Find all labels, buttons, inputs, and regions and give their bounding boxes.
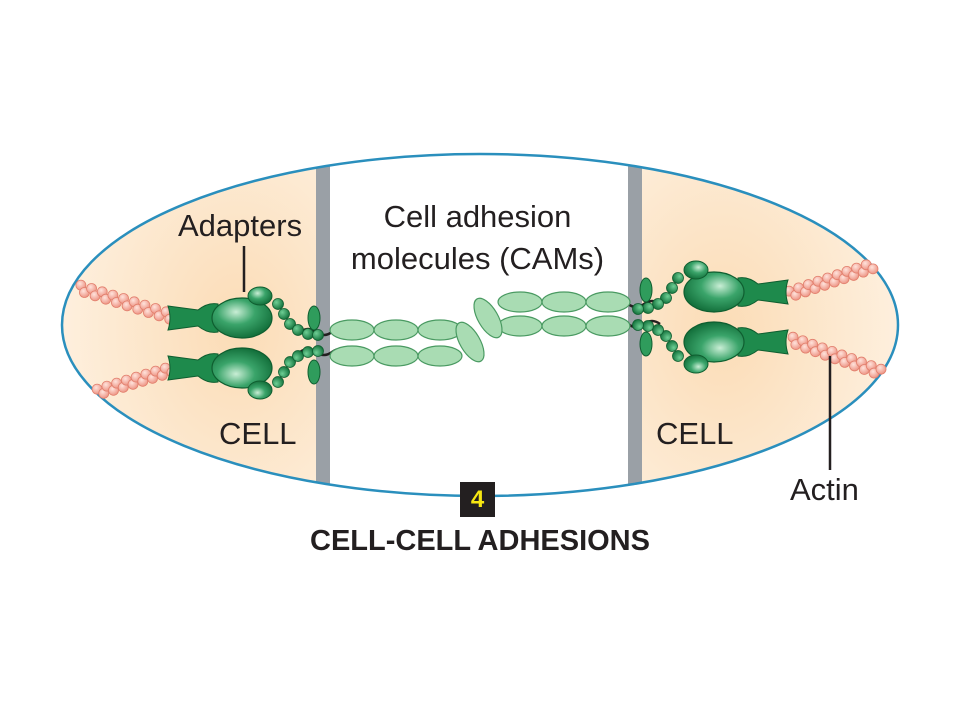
adapter-proteins <box>167 260 789 400</box>
actin-left-bottom <box>91 359 181 399</box>
membrane-cap-left-top <box>307 305 321 331</box>
adapter-bead <box>302 346 314 358</box>
adapter-bead <box>284 356 296 368</box>
cell-label-left: CELL <box>219 416 297 451</box>
adapter-bead <box>272 376 284 388</box>
actin-bead <box>867 263 879 275</box>
adapter-body <box>211 347 273 389</box>
membrane-cap-right-bottom <box>639 331 653 357</box>
adapter-bead <box>672 350 684 362</box>
cam-domain <box>585 315 631 337</box>
cam-domain <box>329 345 375 367</box>
adapter-tail <box>737 327 789 357</box>
adapter-lobe <box>247 286 273 306</box>
cam-head-right <box>473 297 503 339</box>
adapter-bead <box>272 298 284 310</box>
cam-domain <box>373 319 419 341</box>
cell-label-right: CELL <box>656 416 734 451</box>
adapter-body <box>683 271 745 313</box>
adapter-body <box>683 321 745 363</box>
adapter-left-top <box>167 286 324 341</box>
cam-domain <box>373 345 419 367</box>
left-membrane <box>316 154 330 496</box>
cam-domain <box>417 345 463 367</box>
adapter-bead <box>632 303 644 315</box>
membrane-cap-left-bottom <box>307 359 321 385</box>
adapter-bead <box>278 366 290 378</box>
adapter-bead <box>660 292 672 304</box>
adapter-tail <box>167 353 219 383</box>
adapter-bead <box>278 308 290 320</box>
cam-domain <box>497 291 543 313</box>
adapter-right-bottom <box>632 319 789 374</box>
actin-right-bottom <box>787 331 887 379</box>
membrane-cap-right-top <box>639 277 653 303</box>
adapter-tail <box>167 303 219 333</box>
actin-left-top <box>75 279 183 325</box>
cam-domain <box>497 315 543 337</box>
adapter-bead <box>312 345 324 357</box>
adapter-left-bottom <box>167 345 324 400</box>
adapter-bead <box>666 282 678 294</box>
adapter-bead <box>666 340 678 352</box>
adapter-bead <box>642 320 654 332</box>
adapter-bead <box>642 302 654 314</box>
adapter-bead <box>652 298 664 310</box>
adapter-lobe <box>683 260 709 280</box>
cams-label-line1: Cell adhesion <box>383 199 572 234</box>
cam-right-top <box>497 291 631 313</box>
adapter-bead <box>292 324 304 336</box>
figure-number-badge: 4 <box>460 482 495 517</box>
right-cell-cytoplasm <box>638 154 898 496</box>
cams-label-line2: molecules (CAMs) <box>350 241 605 276</box>
adapter-bead <box>652 324 664 336</box>
cam-domain <box>541 315 587 337</box>
adapter-lobe <box>247 380 273 400</box>
cam-head-left <box>455 321 485 363</box>
figure-caption: CELL-CELL ADHESIONS <box>310 525 650 557</box>
cell-adhesion-molecules <box>329 291 631 367</box>
adapter-bead <box>312 329 324 341</box>
adapter-lobe <box>683 354 709 374</box>
cam-domain <box>329 319 375 341</box>
adapter-bead <box>660 330 672 342</box>
adapter-body <box>211 297 273 339</box>
adapter-bead <box>292 350 304 362</box>
adapter-right-top <box>632 260 789 315</box>
cam-left-top <box>329 319 463 341</box>
cam-domain <box>541 291 587 313</box>
adapter-bead <box>284 318 296 330</box>
adapter-tail <box>737 277 789 307</box>
left-cell-cytoplasm <box>62 154 322 496</box>
cam-right-bottom <box>497 315 631 337</box>
cam-left-bottom <box>329 345 463 367</box>
actin-bead <box>875 363 887 375</box>
adapter-bead <box>302 328 314 340</box>
cams-label: Cell adhesion molecules (CAMs) <box>340 196 615 280</box>
adapters-label: Adapters <box>178 208 303 243</box>
adapter-bead <box>632 319 644 331</box>
cam-domain <box>585 291 631 313</box>
adapter-bead <box>672 272 684 284</box>
actin-label: Actin <box>790 472 859 507</box>
